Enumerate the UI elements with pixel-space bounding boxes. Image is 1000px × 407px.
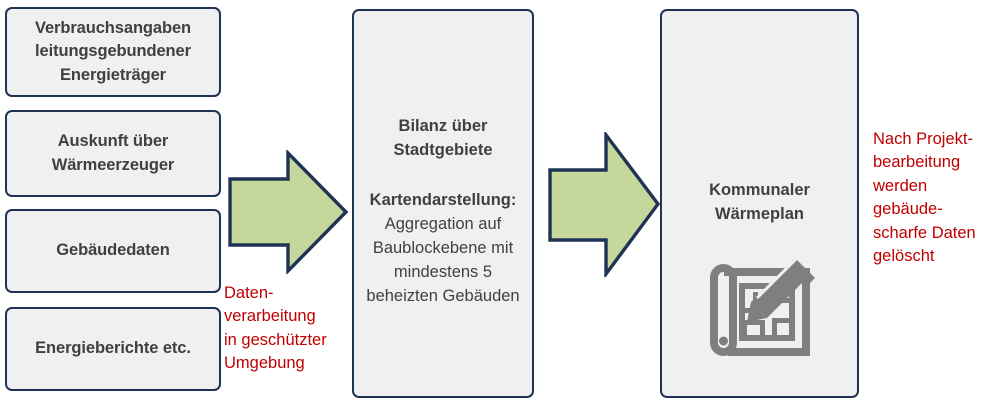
input-box-label: Verbrauchsangaben leitungsgebundener Ene… xyxy=(34,18,192,84)
process-sub-heading: Kartendarstellung: xyxy=(369,190,517,209)
arrow-right-icon-2 xyxy=(548,129,661,280)
input-box-verbrauchsangaben: Verbrauchsangaben leitungsgebundener Ene… xyxy=(5,7,221,97)
input-box-label: Energieberichte etc. xyxy=(35,339,191,358)
note-datenverarbeitung: Daten- verarbeitung in geschützter Umgeb… xyxy=(224,284,327,373)
input-box-label: Auskunft über Wärmeerzeuger xyxy=(51,132,175,174)
output-box-waermeplan: Kommunaler Wärmeplan xyxy=(660,9,859,398)
input-box-energieberichte: Energieberichte etc. xyxy=(5,307,221,391)
arrow-right-icon-1 xyxy=(228,148,349,276)
process-box-bilanz: Bilanz über Stadtgebiete Kartendarstellu… xyxy=(352,9,534,398)
input-box-auskunft: Auskunft über Wärmeerzeuger xyxy=(5,110,221,197)
output-heading: Kommunaler Wärmeplan xyxy=(709,181,810,223)
note-geloescht: Nach Projekt- bearbeitung werden gebäude… xyxy=(873,130,976,266)
blueprint-pencil-icon xyxy=(705,252,815,358)
input-box-label: Gebäudedaten xyxy=(56,241,170,260)
input-box-gebaeudedaten: Gebäudedaten xyxy=(5,209,221,293)
process-body: Aggregation auf Baublockebene mit mindes… xyxy=(366,214,520,305)
process-heading: Bilanz über Stadtgebiete xyxy=(393,117,493,159)
